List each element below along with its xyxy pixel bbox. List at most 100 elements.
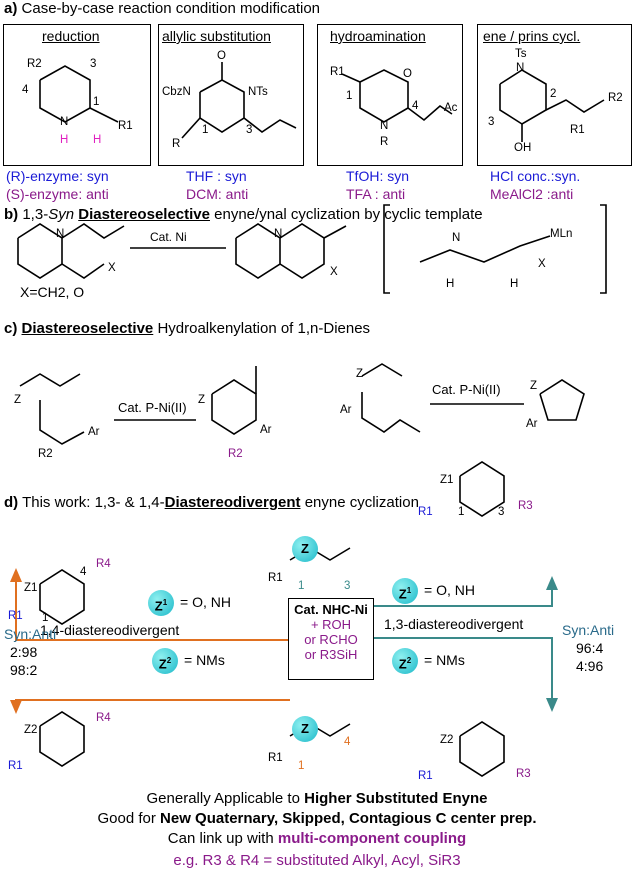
catalyst-additive: or RCHO bbox=[304, 632, 358, 647]
condition-anti: DCM: anti bbox=[186, 186, 249, 202]
title-part: This work: 1,3- & 1,4- bbox=[22, 494, 165, 511]
footer-text: Generally Applicable to bbox=[146, 790, 300, 807]
z1-badge: Z1 bbox=[392, 578, 418, 604]
atom-label: 3 bbox=[246, 124, 253, 136]
arrowhead bbox=[10, 568, 22, 582]
arrow-left-up bbox=[15, 580, 290, 641]
arrow-right-up bbox=[374, 588, 553, 607]
section-letter: a) bbox=[4, 0, 18, 17]
z2-label: = NMs bbox=[424, 652, 465, 668]
alkyne-chain bbox=[61, 223, 125, 239]
arrowhead bbox=[546, 698, 558, 712]
section-d-heading: d) This work: 1,3- & 1,4-Diastereodiverg… bbox=[4, 494, 419, 511]
title-part: Hydroalkenylation of 1,n-Dienes bbox=[157, 320, 371, 337]
z-substituent-badge: Z bbox=[292, 536, 318, 562]
atom-label: Ar bbox=[340, 404, 352, 416]
ratio-value: 2:98 bbox=[10, 644, 38, 660]
transition-state bbox=[419, 235, 551, 263]
atom-label: R bbox=[380, 136, 389, 148]
reagent-label: Cat. P-Ni(II) bbox=[432, 382, 501, 397]
piperidine-ring bbox=[39, 65, 91, 123]
panel-title: ene / prins cycl. bbox=[483, 28, 581, 44]
atom-label: 1 bbox=[202, 124, 209, 136]
catalyst-name: Cat. NHC-Ni bbox=[294, 602, 368, 617]
diene-chain bbox=[39, 400, 85, 445]
atom-label: R1 bbox=[268, 752, 283, 764]
footer-line: Can link up with multi-component couplin… bbox=[0, 830, 634, 847]
footer-bold: Higher Substituted Enyne bbox=[304, 790, 488, 807]
atom-label: 2 bbox=[550, 88, 557, 100]
left-route-label: 1,4-diastereodivergent bbox=[40, 622, 180, 638]
z1-badge: Z1 bbox=[148, 590, 174, 616]
atom-label: R2 bbox=[228, 448, 243, 460]
title-part: enyne/ynal cyclization by cyclic templat… bbox=[214, 206, 483, 223]
section-a-heading: a) Case-by-case reaction condition modif… bbox=[4, 0, 320, 17]
arrowhead bbox=[10, 700, 22, 714]
z-substituent-badge: Z bbox=[292, 716, 318, 742]
footer-line: e.g. R3 & R4 = substituted Alkyl, Acyl, … bbox=[173, 852, 461, 869]
atom-label: X bbox=[108, 262, 116, 274]
atom-label: R1 bbox=[418, 506, 433, 518]
atom-label: R4 bbox=[96, 558, 111, 570]
atom-label: MLn bbox=[550, 228, 573, 240]
bond bbox=[341, 73, 361, 83]
atom-label: 3 bbox=[90, 58, 97, 70]
title-part: 1,3- bbox=[22, 206, 49, 223]
z2-badge: Z2 bbox=[392, 648, 418, 674]
atom-label: R3 bbox=[518, 500, 533, 512]
atom-label: N bbox=[274, 228, 283, 240]
atom-label: H bbox=[446, 278, 455, 290]
atom-label: Ar bbox=[526, 418, 538, 430]
atom-label: X bbox=[538, 258, 546, 270]
side-chain bbox=[407, 104, 453, 122]
alkene-chain bbox=[545, 99, 605, 113]
catalyst-additive: + ROH bbox=[310, 617, 352, 632]
footer-bold: New Quaternary, Skipped, Contagious C ce… bbox=[160, 810, 537, 827]
reagent-label: Cat. Ni bbox=[150, 230, 187, 244]
atom-label: Ac bbox=[444, 102, 458, 114]
atom-label: Ts bbox=[515, 48, 527, 60]
product-ring-top-left bbox=[39, 569, 85, 625]
atom-label: 4 bbox=[22, 84, 29, 96]
panel-ene-prins bbox=[477, 24, 632, 166]
product-ring-top-right bbox=[459, 461, 505, 517]
atom-label: Z1 bbox=[440, 474, 454, 486]
section-c-heading: c) Diastereoselective Hydroalkenylation … bbox=[4, 320, 370, 337]
footer-text: Good for bbox=[97, 810, 156, 827]
atom-label: Z1 bbox=[24, 582, 38, 594]
footer-line: Good for New Quaternary, Skipped, Contag… bbox=[0, 810, 634, 827]
title-bold: Diastereodivergent bbox=[164, 494, 301, 511]
title-bold: Diastereoselective bbox=[78, 206, 210, 223]
atom-label: R3 bbox=[516, 768, 531, 780]
atom-label: 4 bbox=[344, 736, 351, 748]
arrowhead bbox=[546, 576, 558, 590]
panel-reduction bbox=[3, 24, 151, 166]
atom-label: N bbox=[380, 120, 389, 132]
atom-label: R2 bbox=[608, 92, 623, 104]
atom-label: Z bbox=[14, 394, 22, 406]
condition-syn: (R)-enzyme: syn bbox=[6, 168, 109, 184]
diene-chain bbox=[19, 373, 81, 387]
atom-label: N bbox=[516, 62, 525, 74]
right-route-label: 1,3-diastereodivergent bbox=[384, 616, 524, 632]
ratio-value: 98:2 bbox=[10, 662, 38, 678]
panel-title: hydroamination bbox=[330, 28, 426, 44]
condition-syn: TfOH: syn bbox=[346, 168, 410, 184]
product-ring-bottom-left bbox=[39, 711, 85, 767]
product-ring bbox=[211, 379, 257, 435]
bracket-left bbox=[383, 204, 390, 294]
title-bold: Diastereoselective bbox=[21, 320, 154, 337]
atom-label: Z2 bbox=[440, 734, 454, 746]
atom-label: 1 bbox=[42, 612, 49, 624]
ratio-value: 96:4 bbox=[576, 640, 604, 656]
atom-label: Z2 bbox=[24, 724, 38, 736]
morpholine-ring bbox=[359, 69, 409, 123]
cyclopentane-ring bbox=[539, 379, 585, 421]
section-b-heading: b) 1,3-Syn Diastereoselective enyne/ynal… bbox=[4, 206, 483, 223]
catalyst-additive: or R3SiH bbox=[304, 647, 358, 662]
section-letter: d) bbox=[4, 494, 19, 511]
atom-label: Z bbox=[356, 368, 364, 380]
title-part: Syn bbox=[48, 206, 75, 223]
vinyl-chain bbox=[243, 117, 297, 133]
